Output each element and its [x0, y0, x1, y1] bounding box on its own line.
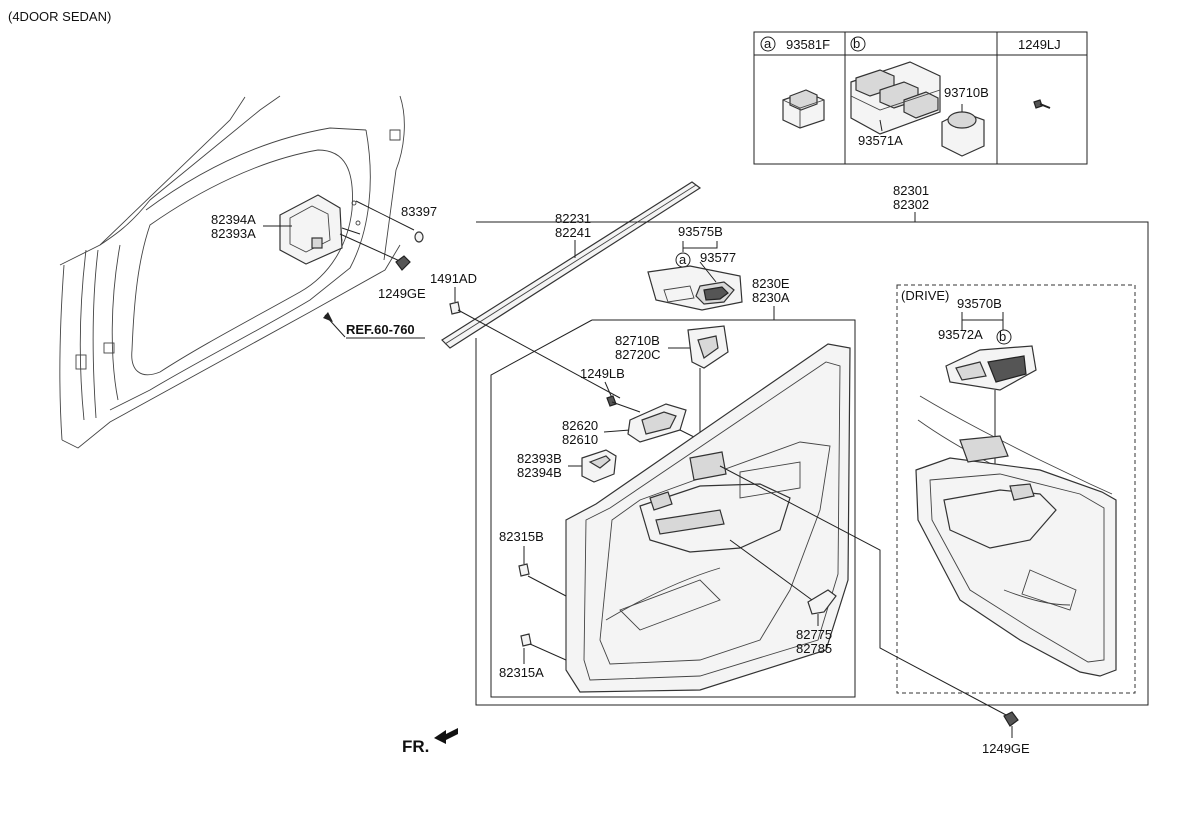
part-93570B: 93570B — [957, 296, 1002, 311]
variant-note: (4DOOR SEDAN) — [8, 9, 111, 24]
callout-b-marker — [850, 36, 866, 52]
part-82394B: 82394B — [517, 465, 562, 480]
part-82710B: 82710B — [615, 333, 660, 348]
front-label: FR. — [402, 737, 429, 756]
cover-82775-illustration — [807, 589, 837, 615]
inside-handle-82620-illustration — [627, 403, 687, 443]
part-93572A: 93572A — [938, 327, 983, 342]
driver-door-trim-illustration — [915, 395, 1117, 677]
part-1249LB: 1249LB — [580, 366, 625, 381]
reference-label: REF.60-760 — [346, 322, 415, 337]
part-82610: 82610 — [562, 432, 598, 447]
part-93577: 93577 — [700, 250, 736, 265]
callout-b-letter: b — [853, 36, 860, 51]
callout-a-marker — [760, 36, 776, 52]
part-82393B: 82393B — [517, 451, 562, 466]
part-82775: 82775 — [796, 627, 832, 642]
driver-switch-bezel-93570B-illustration — [945, 345, 1037, 391]
part-8230E: 8230E — [752, 276, 790, 291]
drive-side-box — [896, 284, 1136, 694]
front-arrow-icon — [434, 728, 458, 744]
door-trim-panel-illustration — [565, 343, 851, 693]
door-panel-frame-illustration — [59, 95, 405, 449]
part-93571A: 93571A — [858, 133, 903, 148]
screw-1249GE-top-illustration — [395, 255, 411, 271]
part-82393A: 82393A — [211, 226, 256, 241]
assembly-8230E-outline — [490, 319, 856, 698]
switch-legend-table: a 93581F b 1249LJ 93710B 93571A — [753, 31, 1088, 165]
part-82315B: 82315B — [499, 529, 544, 544]
part-82620: 82620 — [562, 418, 598, 433]
clip-1491AD-illustration — [449, 301, 461, 315]
callout-a-letter: a — [764, 36, 772, 51]
part-82301: 82301 — [893, 183, 929, 198]
part-82231: 82231 — [555, 211, 591, 226]
inside-handle-housing-82710B-illustration — [687, 325, 729, 369]
front-direction-indicator: FR. — [402, 728, 458, 756]
screw-1249LJ-illustration — [1033, 99, 1051, 109]
callout-b-letter-drive: b — [999, 329, 1006, 344]
part-82720C: 82720C — [615, 347, 661, 362]
callout-b-marker-drive — [996, 329, 1012, 345]
part-82241: 82241 — [555, 225, 591, 240]
clip-82315A-illustration — [520, 633, 532, 647]
master-window-switch-illustration: 93710B 93571A — [850, 61, 989, 157]
part-8230A: 8230A — [752, 290, 790, 305]
part-82394A: 82394A — [211, 212, 256, 227]
part-93575B: 93575B — [678, 224, 723, 239]
part-1249GE-bottom: 1249GE — [982, 741, 1030, 756]
plug-83397-illustration — [414, 231, 424, 243]
screw-1249LB-illustration — [606, 395, 617, 407]
part-82302: 82302 — [893, 197, 929, 212]
callout-a-letter-bezel: a — [679, 252, 687, 267]
legend-header-a: 93581F — [786, 37, 830, 52]
part-93710B: 93710B — [944, 85, 989, 100]
part-82315A: 82315A — [499, 665, 544, 680]
bracket-82393B-illustration — [581, 449, 617, 483]
single-window-switch-illustration — [782, 89, 825, 129]
legend-header-c: 1249LJ — [1018, 37, 1061, 52]
screw-1249GE-bottom-illustration — [1003, 711, 1019, 727]
drive-box-label: (DRIVE) — [901, 288, 949, 303]
part-1491AD: 1491AD — [430, 271, 477, 286]
switch-bezel-93575B-illustration — [647, 265, 743, 311]
part-82785: 82785 — [796, 641, 832, 656]
clip-82315B-illustration — [518, 563, 530, 577]
weatherstrip-82231-illustration — [441, 181, 702, 349]
part-83397: 83397 — [401, 204, 437, 219]
part-1249GE-top: 1249GE — [378, 286, 426, 301]
